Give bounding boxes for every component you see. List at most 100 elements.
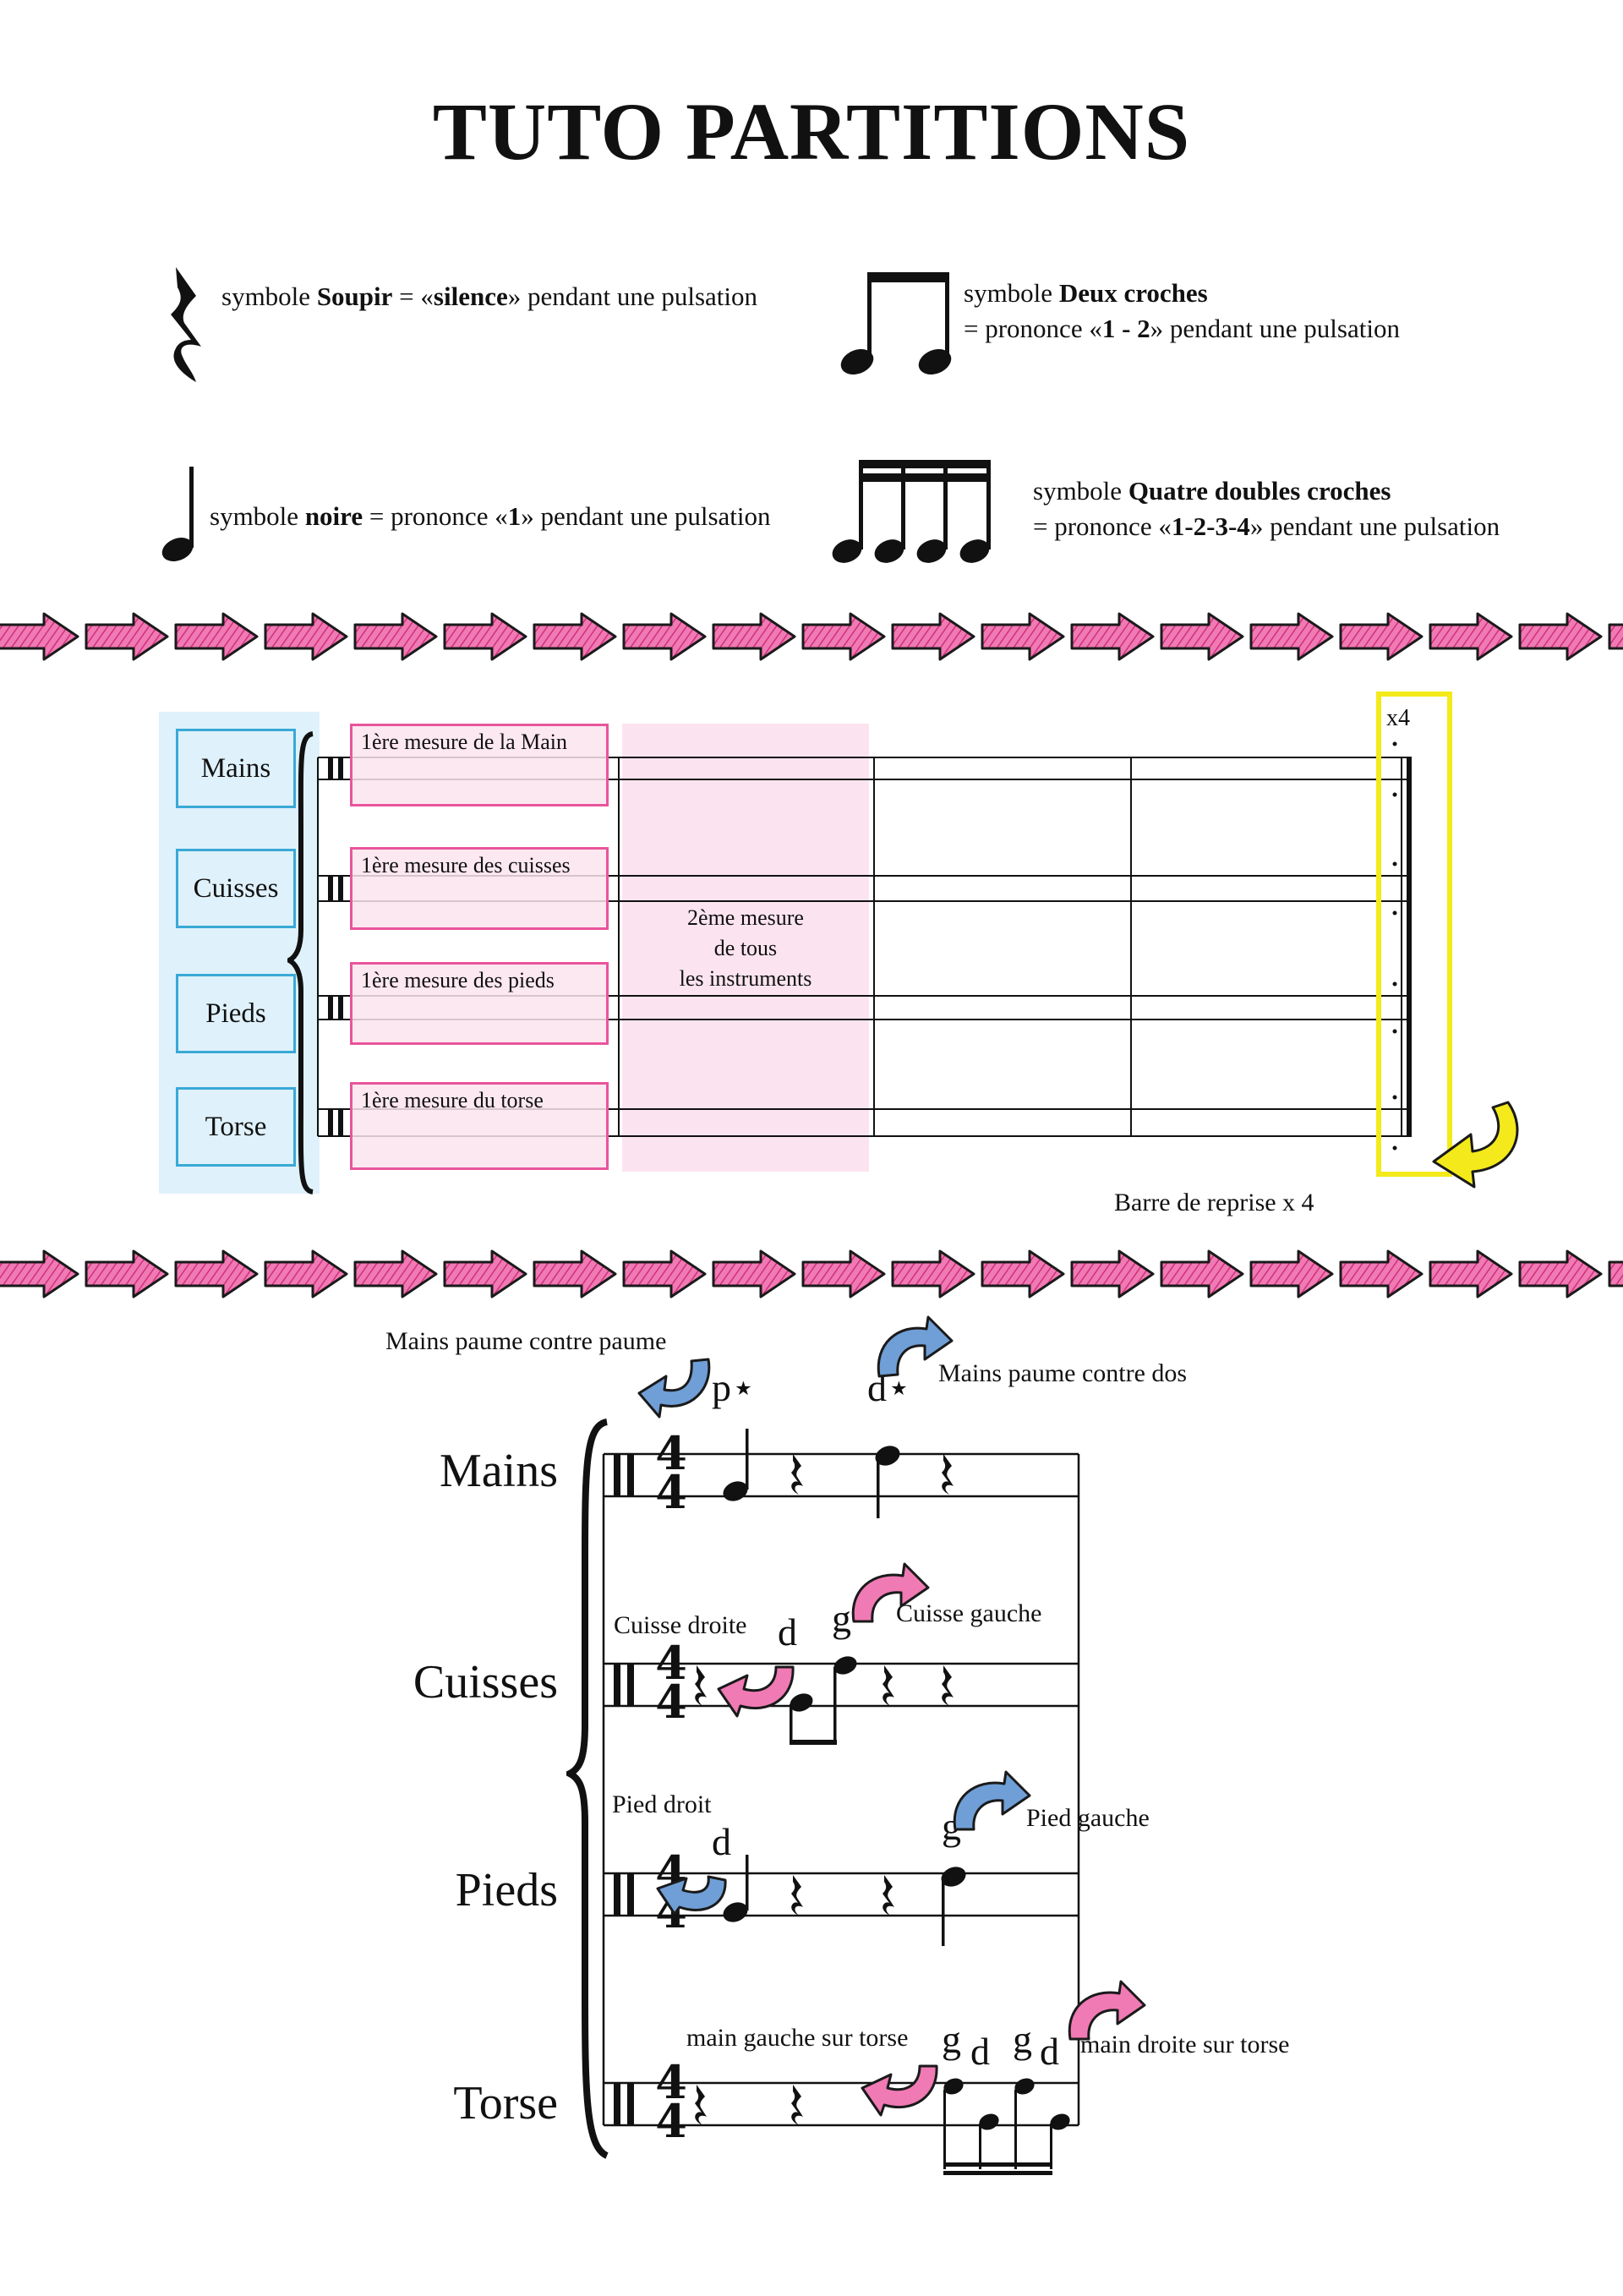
pink-arrow-icon (891, 612, 975, 661)
pink-curved-arrow-icon (717, 1665, 795, 1718)
pink-arrow-icon (712, 612, 796, 661)
first-measure-box-mains: 1ère mesure de la Main (350, 724, 609, 806)
pink-arrow-icon (1339, 1249, 1424, 1298)
pink-arrow-icon (891, 1249, 975, 1298)
pink-arrow-icon (1249, 1249, 1334, 1298)
score-label-cuisses: Cuisses (413, 1656, 558, 1708)
cuisses-left-annotation: Cuisse droite (614, 1611, 747, 1639)
torse-letter-1: g (942, 2018, 961, 2061)
pink-arrow-icon (1429, 612, 1513, 661)
repeat-count-label: x4 (1386, 705, 1410, 731)
second-measure-label: 2ème mesure de tous les instruments (679, 905, 812, 991)
cuisses-letter-1: d (778, 1610, 797, 1654)
svg-text:4: 4 (655, 1675, 687, 1729)
pink-arrow-icon (1070, 1249, 1155, 1298)
first-measure-box-cuisses: 1ère mesure des cuisses (350, 847, 609, 930)
pink-curved-arrow-icon (1068, 1980, 1146, 2041)
pink-arrow-icon (353, 1249, 438, 1298)
pink-arrow-icon (1339, 612, 1424, 661)
pink-arrow-icon (443, 1249, 527, 1298)
pink-arrow-icon (85, 612, 169, 661)
pink-arrow-icon (353, 612, 438, 661)
mains-left-annotation: Mains paume contre paume (385, 1327, 667, 1355)
pink-arrow-icon (1249, 612, 1334, 661)
svg-text:4: 4 (655, 2094, 687, 2148)
overview-label-cuisses: Cuisses (176, 849, 296, 928)
pink-arrow-icon (1070, 612, 1155, 661)
pink-curved-arrow-icon (851, 1562, 930, 1623)
pink-arrow-icon (174, 612, 259, 661)
score-label-mains: Mains (440, 1445, 558, 1497)
pink-arrow-icon (981, 1249, 1065, 1298)
pieds-letter-1: d (712, 1820, 731, 1863)
page-title: TUTO PARTITIONS (432, 86, 1191, 177)
pink-arrow-icon (0, 612, 79, 661)
torse-right-annotation: main droite sur torse (1080, 2031, 1290, 2058)
overview-label-pieds: Pieds (176, 974, 296, 1053)
pink-arrow-icon (622, 1249, 707, 1298)
pink-arrow-icon (264, 612, 348, 661)
first-measure-box-torse: 1ère mesure du torse (350, 1082, 609, 1170)
second-measure-highlight (622, 724, 869, 1172)
blue-curved-arrow-icon (953, 1770, 1031, 1831)
pink-arrow-icon (1160, 612, 1244, 661)
pink-arrow-icon (174, 1249, 259, 1298)
blue-curved-arrow-icon (637, 1358, 711, 1419)
pink-arrow-icon (801, 612, 886, 661)
quarter-note-icon (161, 467, 194, 561)
cuisses-right-annotation: Cuisse gauche (896, 1599, 1042, 1627)
pieds-left-annotation: Pied droit (612, 1790, 712, 1818)
legend-deux-croches: symbole Deux croches = prononce «1 - 2» … (964, 278, 1400, 343)
repeat-bar-highlight (1376, 692, 1452, 1177)
pink-arrow-divider (0, 612, 1623, 661)
blue-curved-arrow-icon (656, 1875, 727, 1914)
first-measure-label-torse: 1ère mesure du torse (361, 1088, 544, 1112)
pink-arrow-icon (0, 1249, 79, 1298)
legend-quatre-doubles-croches: symbole Quatre doubles croches = prononc… (1033, 476, 1500, 541)
svg-text:4: 4 (655, 1465, 687, 1519)
overview-label-mains: Mains (176, 729, 296, 808)
legend-noire: symbole noire = prononce «1» pendant une… (210, 501, 771, 531)
pink-arrow-icon (712, 1249, 796, 1298)
pink-arrow-icon (264, 1249, 348, 1298)
blue-curved-arrow-icon (877, 1315, 954, 1378)
pink-arrow-icon (801, 1249, 886, 1298)
first-measure-label-pieds: 1ère mesure des pieds (361, 968, 555, 992)
cuisses-letter-2: g (832, 1597, 851, 1640)
mains-right-annotation: Mains paume contre dos (938, 1359, 1188, 1387)
quarter-rest-icon (171, 267, 201, 382)
pink-arrow-icon (981, 612, 1065, 661)
torse-left-annotation: main gauche sur torse (686, 2024, 909, 2052)
overview-label-torse: Torse (176, 1087, 296, 1167)
pink-arrow-icon (1608, 1249, 1623, 1298)
pink-curved-arrow-icon (861, 2064, 938, 2117)
eighth-notes-icon (840, 272, 952, 374)
torse-letter-4: d (1040, 2030, 1059, 2073)
pink-arrow-icon (1160, 1249, 1244, 1298)
pink-arrow-icon (1429, 1249, 1513, 1298)
svg-text:4: 4 (655, 1426, 687, 1480)
pink-arrow-icon (1518, 1249, 1603, 1298)
torse-letter-3: g (1013, 2018, 1032, 2061)
score-label-torse: Torse (453, 2077, 558, 2129)
score-label-pieds: Pieds (455, 1864, 558, 1916)
pink-arrow-icon (85, 1249, 169, 1298)
pink-arrow-icon (622, 612, 707, 661)
repeat-caption: Barre de reprise x 4 (1114, 1189, 1314, 1216)
svg-text:4: 4 (655, 2055, 687, 2109)
mains-letter-1: p⋆ (712, 1366, 756, 1409)
first-measure-box-pieds: 1ère mesure des pieds (350, 962, 609, 1045)
svg-text:4: 4 (655, 1636, 687, 1690)
pink-arrow-icon (1608, 612, 1623, 661)
pink-arrow-icon (533, 612, 617, 661)
sixteenth-notes-icon (832, 460, 991, 563)
first-measure-label-cuisses: 1ère mesure des cuisses (361, 853, 571, 877)
pieds-right-annotation: Pied gauche (1026, 1804, 1150, 1832)
pink-arrow-icon (1518, 612, 1603, 661)
legend-soupir: symbole Soupir = «silence» pendant une p… (221, 282, 758, 311)
torse-letter-2: d (970, 2030, 990, 2073)
first-measure-label-mains: 1ère mesure de la Main (361, 730, 568, 754)
pink-arrow-divider (0, 1249, 1623, 1298)
pink-arrow-icon (443, 612, 527, 661)
pink-arrow-icon (533, 1249, 617, 1298)
